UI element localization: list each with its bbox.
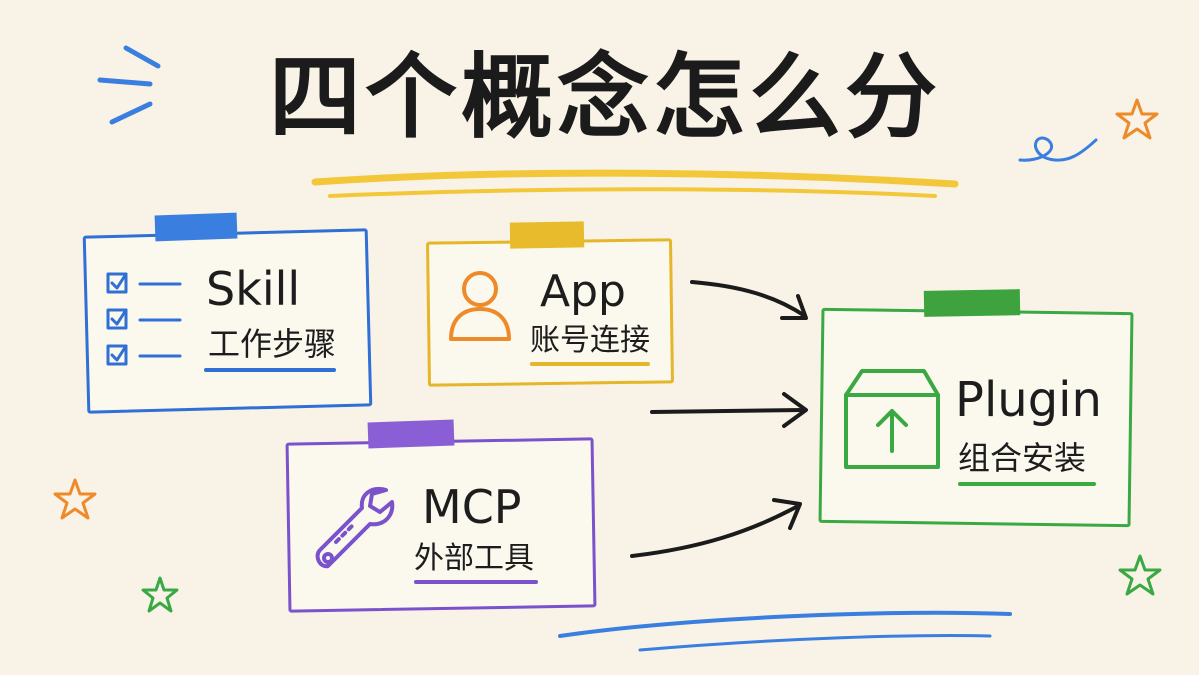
star-icon <box>1115 98 1159 140</box>
plugin-tape <box>923 289 1021 317</box>
page-title: 四个概念怎么分 <box>268 44 941 151</box>
plugin-underline <box>958 482 1096 486</box>
checklist-icon <box>106 272 182 366</box>
user-icon <box>449 271 511 341</box>
mcp-underline <box>414 580 538 584</box>
app-sublabel: 账号连接 <box>530 323 650 358</box>
app-underline <box>530 362 650 366</box>
bottom-scribble <box>558 610 1012 652</box>
app-tape <box>509 221 585 249</box>
skill-underline <box>204 368 336 372</box>
wrench-icon <box>315 487 395 569</box>
star-icon <box>53 478 97 520</box>
arrow-mcp-to-plugin <box>650 392 808 428</box>
box-upload-icon <box>844 369 940 469</box>
skill-tape <box>154 212 238 242</box>
plugin-sublabel: 组合安装 <box>958 439 1087 477</box>
app-label: App <box>540 266 626 317</box>
skill-sublabel: 工作步骤 <box>208 325 337 363</box>
arrow-app-to-plugin <box>690 280 808 320</box>
star-icon <box>1118 554 1162 596</box>
skill-label: Skill <box>206 262 301 316</box>
star-icon <box>141 576 179 613</box>
title-underline <box>311 169 959 198</box>
mcp-tape <box>367 419 455 449</box>
sparkle-lines-icon <box>97 45 161 125</box>
mcp-label: MCP <box>422 480 522 534</box>
arrow-mcp-bottom-to-plugin <box>630 498 802 558</box>
curl-doodle-icon <box>1018 136 1098 162</box>
mcp-sublabel: 外部工具 <box>414 541 534 576</box>
plugin-label: Plugin <box>955 372 1102 428</box>
